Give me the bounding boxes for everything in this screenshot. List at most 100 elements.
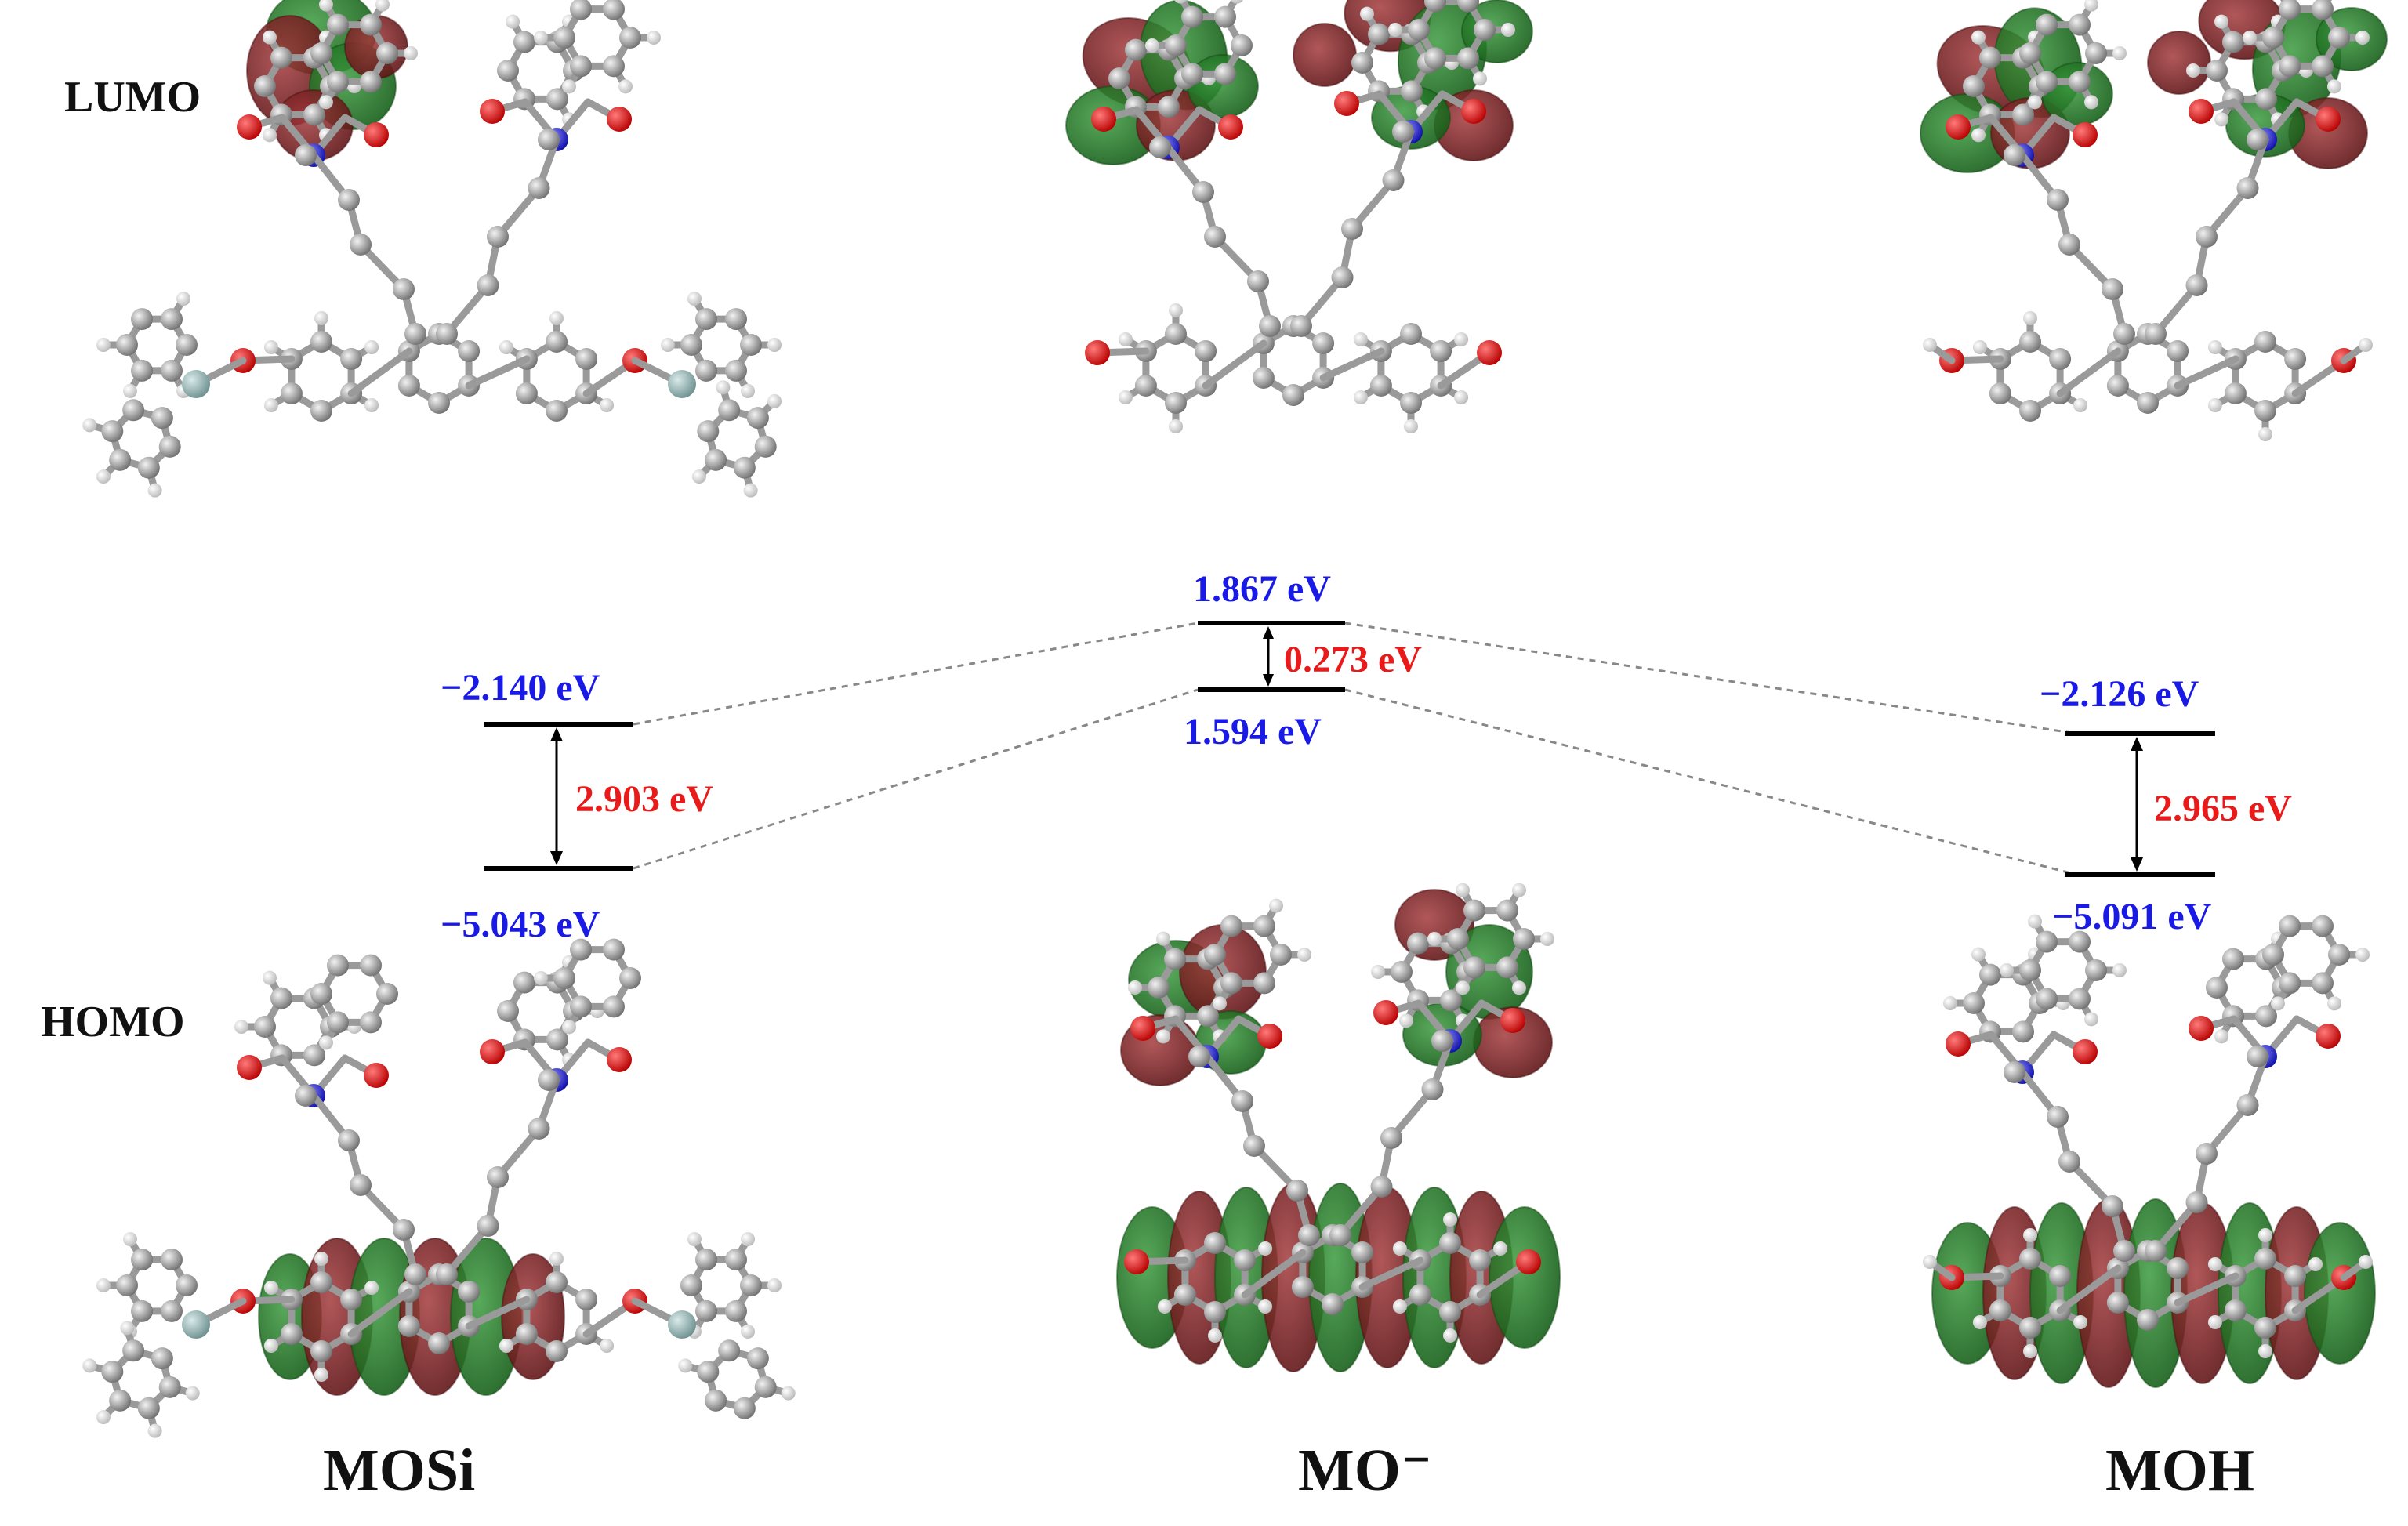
carbon-atom <box>725 1299 747 1322</box>
carbon-atom <box>270 987 292 1009</box>
carbon-atom <box>1173 1284 1196 1306</box>
carbon-atom <box>2106 375 2129 397</box>
carbon-atom <box>570 0 592 20</box>
carbon-atom <box>575 348 598 370</box>
hydrogen-atom <box>263 340 278 354</box>
oxygen-atom <box>480 99 505 124</box>
carbon-atom <box>2254 400 2276 422</box>
carbon-atom <box>1291 1276 1314 1298</box>
hydrogen-atom <box>234 1020 248 1034</box>
carbon-atom <box>733 456 756 479</box>
carbon-atom <box>254 1016 276 1038</box>
hydrogen-atom <box>1145 38 1159 53</box>
hydrogen-atom <box>1512 883 1526 897</box>
carbon-atom <box>350 1174 372 1196</box>
carbon-atom <box>1220 972 1242 995</box>
hydrogen-atom <box>1456 883 1470 897</box>
carbon-atom <box>546 1028 568 1051</box>
hydrogen-atom <box>1231 0 1243 4</box>
hydrogen-atom <box>1269 898 1283 913</box>
hydrogen-atom <box>1360 6 1374 21</box>
hydrogen-atom <box>2258 427 2272 441</box>
carbon-atom <box>513 31 535 53</box>
hydrogen-atom <box>1971 30 1986 45</box>
carbon-atom <box>1298 1224 1320 1246</box>
hydrogen-atom <box>319 95 333 110</box>
oxygen-atom <box>1124 1249 1149 1274</box>
hydrogen-atom <box>2327 996 2341 1011</box>
hydrogen-atom <box>2028 95 2042 110</box>
carbon-atom <box>2185 1191 2208 1213</box>
hydrogen-atom <box>499 340 513 354</box>
hydrogen-atom <box>549 1252 564 1266</box>
carbon-atom <box>546 88 568 111</box>
hydrogen-atom <box>716 380 731 395</box>
carbon-atom <box>2236 1094 2259 1116</box>
carbon-atom <box>2222 948 2244 970</box>
carbon-atom <box>546 400 568 422</box>
carbon-atom <box>1247 270 1269 292</box>
carbon-atom <box>2167 340 2189 362</box>
carbon-atom <box>303 103 325 126</box>
hydrogen-atom <box>364 398 379 412</box>
carbon-atom <box>1134 375 1157 397</box>
hydrogen-atom <box>1128 980 1142 995</box>
carbon-atom <box>158 435 181 458</box>
carbon-atom <box>1989 382 2011 404</box>
carbon-atom <box>2047 189 2069 211</box>
carbon-atom <box>1231 1090 1253 1112</box>
hydrogen-atom <box>176 292 190 306</box>
carbon-atom <box>150 407 173 430</box>
carbon-atom <box>740 334 762 356</box>
carbon-atom <box>1197 1005 1219 1028</box>
hydrogen-atom <box>1213 996 1227 1011</box>
hydrogen-atom <box>185 1386 200 1401</box>
carbon-atom <box>2012 1020 2034 1043</box>
carbon-atom <box>1979 46 2001 69</box>
carbon-atom <box>695 359 717 382</box>
mo-gap-energy: 0.273 eV <box>1284 639 1422 680</box>
correlation-line-lumo-right <box>1344 622 2078 735</box>
mo-homo-energy: 1.594 eV <box>1184 711 1322 752</box>
carbon-atom <box>397 1315 420 1337</box>
carbon-atom <box>1214 5 1236 28</box>
hydrogen-atom <box>1156 931 1170 946</box>
carbon-atom <box>101 1361 124 1383</box>
oxygen-atom <box>2073 122 2098 147</box>
hydrogen-atom <box>1118 332 1133 346</box>
carbon-atom <box>360 954 382 977</box>
carbon-atom <box>2019 959 2041 981</box>
carbon-atom <box>397 375 420 397</box>
oxygen-atom <box>237 114 262 140</box>
carbon-atom <box>733 1397 756 1419</box>
carbon-atom <box>1401 80 1423 103</box>
carbon-atom <box>2247 1046 2268 1067</box>
carbon-atom <box>2145 323 2167 345</box>
oxygen-atom <box>1373 1000 1398 1025</box>
moh-lumo-structure <box>1920 0 2388 441</box>
carbon-atom <box>161 1249 183 1271</box>
carbon-atom <box>2312 55 2334 78</box>
hydrogen-atom <box>263 1339 278 1353</box>
hydrogen-atom <box>1297 948 1311 962</box>
oxygen-atom <box>1516 1249 1541 1274</box>
carbon-atom <box>2206 977 2228 999</box>
carbon-atom <box>553 27 575 49</box>
carbon-atom <box>1400 323 1422 345</box>
carbon-atom <box>1439 1232 1461 1254</box>
carbon-atom <box>2036 71 2058 93</box>
hydrogen-atom <box>1443 1212 1457 1227</box>
hydrogen-atom <box>314 311 328 325</box>
carbon-atom <box>327 954 349 977</box>
carbon-atom <box>2254 1317 2276 1339</box>
carbon-atom <box>1370 1176 1393 1198</box>
hydrogen-atom <box>263 1281 278 1295</box>
carbon-atom <box>695 1299 717 1322</box>
hydrogen-atom <box>2023 1228 2037 1242</box>
hydrogen-atom <box>1501 23 1515 37</box>
carbon-atom <box>2004 144 2025 166</box>
hydrogen-atom <box>1169 419 1183 433</box>
carbon-atom <box>570 938 592 961</box>
carbon-atom <box>161 308 183 331</box>
hydrogen-atom <box>2214 112 2228 127</box>
